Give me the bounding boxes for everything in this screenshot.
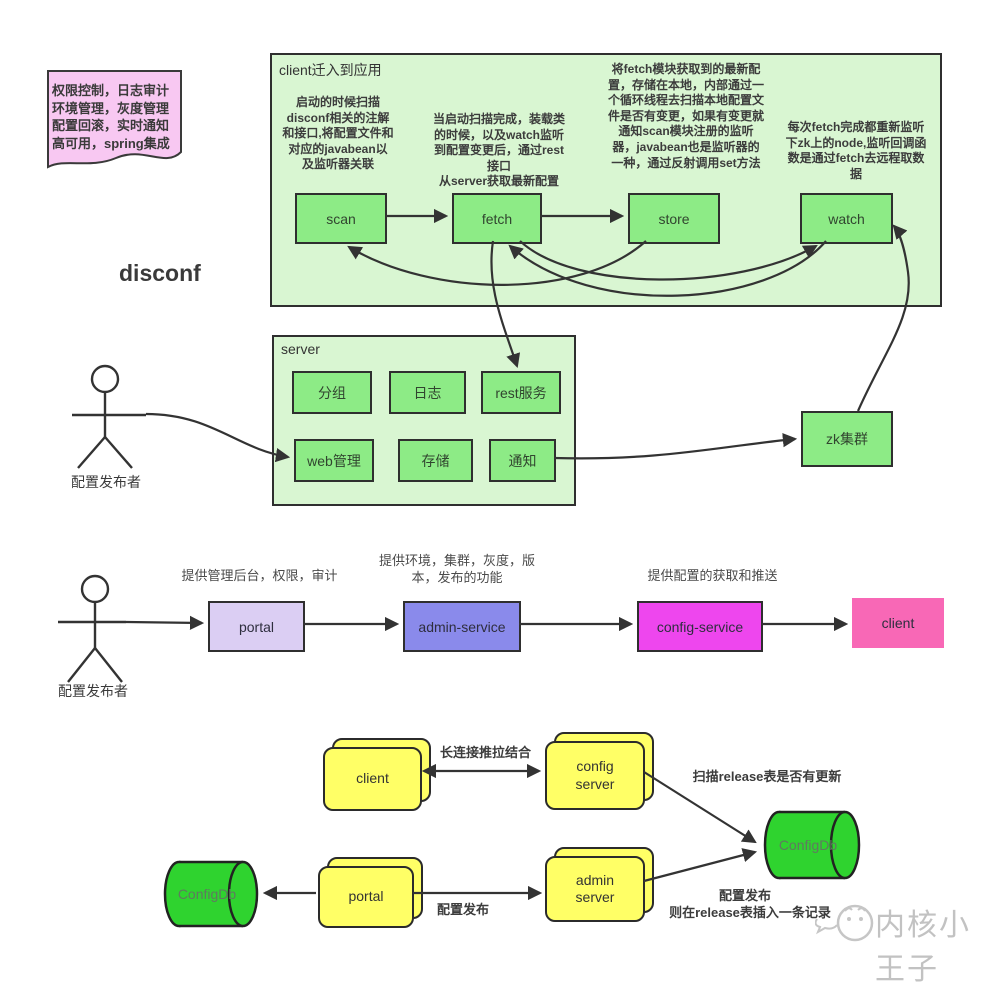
publish-right-label: 配置发布 [718,888,771,903]
fetch-node: fetch [452,193,542,244]
server-module-log: 日志 [389,371,466,414]
client-container-label: client迁入到应用 [279,62,382,78]
admin-service-note: 提供环境，集群，灰度，版 本，发布的功能 [378,553,535,585]
config-service-node: config-service [637,601,763,652]
sticky-note-text: 权限控制，日志审计 环境管理，灰度管理 配置回滚，实时通知 高可用，spring… [52,83,170,151]
store-note: 将fetch模块获取到的最新配 置，存储在本地，内部通过一 个循环线程去扫描本地… [607,62,764,170]
arrow-actor-portal [125,615,205,630]
emoji-icon [815,904,874,942]
actor-middle-label: 配置发布者 [58,683,128,699]
admin-service-node: admin-service [403,601,521,652]
portal-note: 提供管理后台，权限，审计 [181,568,338,583]
actor-top-label: 配置发布者 [71,474,141,490]
database-icon [163,860,259,928]
actor-icon [72,364,146,469]
server-module-storage: 存储 [398,439,473,482]
deploy-client-card: client [323,747,422,811]
deploy-portal-card: portal [318,866,414,928]
configdb-left-label: ConfigDb [177,886,237,902]
server-container-label: server [281,341,320,357]
sticky-note-shape [47,70,182,169]
portal-node: portal [208,601,305,652]
fetch-note: 当启动扫描完成，装载类 的时候，以及watch监听 到配置变更后，通过rest … [432,112,565,189]
zk-cluster-node: zk集群 [801,411,893,467]
long-conn-label: 长连接推拉结合 [439,745,531,760]
configdb-right: ConfigDb [763,809,861,881]
scan-node: scan [295,193,387,244]
actor-icon [58,574,126,683]
watch-note: 每次fetch完成都重新监听 下zk上的node,监听回调函 数是通过fetch… [785,120,927,181]
sticky-note: 权限控制，日志审计 环境管理，灰度管理 配置回滚，实时通知 高可用，spring… [45,68,185,180]
configdb-left: ConfigDb [163,859,259,929]
publish-mid-label: 配置发布 [436,902,489,917]
server-module-webadmin: web管理 [294,439,374,482]
config-service-note: 提供配置的获取和推送 [647,568,778,583]
watch-node: watch [800,193,893,244]
server-module-group: 分组 [292,371,372,414]
deploy-client-stack: client [323,738,431,811]
insert-release-label: 则在release表插入一条记录 [669,905,831,920]
client-pipeline-node: client [852,598,944,648]
deploy-config-server-card: config server [545,741,645,810]
configdb-right-label: ConfigDb [778,837,838,853]
server-module-rest: rest服务 [481,371,561,414]
scan-release-label: 扫描release表是否有更新 [692,769,842,784]
watermark: 内核小王子 [815,895,1000,986]
watermark-text: 内核小王子 [875,909,971,986]
deploy-admin-server-card: admin server [545,856,645,922]
deploy-portal-stack: portal [318,857,423,928]
scan-note: 启动的时候扫描 disconf相关的注解 和接口,将配置文件和 对应的javab… [282,95,394,172]
deploy-config-server-stack: config server [545,732,654,810]
store-node: store [628,193,720,244]
page-title: disconf [119,260,201,286]
database-icon [763,810,861,880]
arrow-adminserver-db [643,848,758,883]
arrow-notify-zk [553,433,798,460]
deploy-admin-server-stack: admin server [545,847,654,922]
server-module-notify: 通知 [489,439,556,482]
arrow-actor-webadmin [145,412,291,463]
